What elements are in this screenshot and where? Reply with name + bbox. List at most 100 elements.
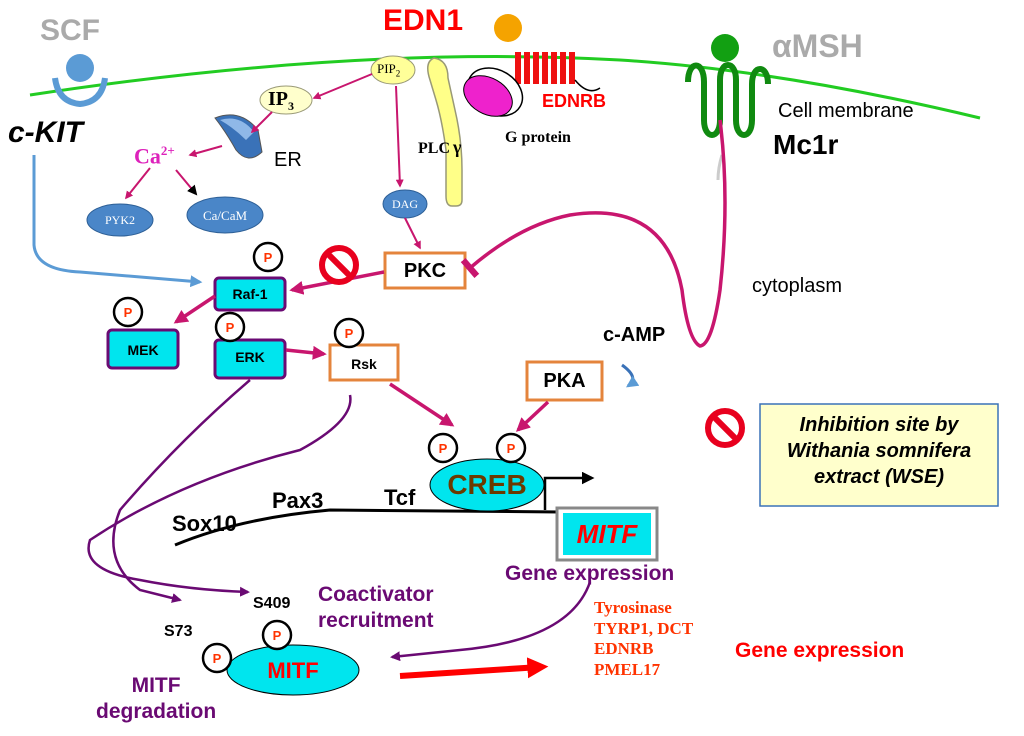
- transcription-start-arrow: [543, 471, 595, 510]
- amsh-ligand: [711, 34, 739, 62]
- rsk-box: [328, 343, 400, 382]
- ip3-base: IP: [268, 88, 288, 110]
- phospho-creb-1-label: P: [438, 440, 448, 456]
- phospho-mek-label: P: [123, 304, 133, 320]
- cytoplasm-label: cytoplasm: [752, 275, 843, 297]
- creb-node: [429, 458, 545, 512]
- pkc-box: [383, 251, 467, 290]
- arrow-rsk-s409: [87, 394, 352, 597]
- arrow-ca-cacam: [175, 169, 198, 196]
- pkc-label: PKC: [403, 259, 447, 282]
- arrow-mc1r-pkc: [460, 119, 727, 348]
- mc1r-receptor: [685, 62, 771, 138]
- raf1-label: Raf-1: [232, 286, 268, 302]
- mitf-gene-label: MITF: [576, 519, 638, 549]
- amsh-label: αMSH: [772, 28, 863, 64]
- camp-cycle-arrow: [621, 363, 640, 388]
- gene-expression-mitf-label: Gene expression: [505, 562, 675, 585]
- s73-label: S73: [164, 623, 193, 640]
- plc-label-text: PLC: [418, 140, 450, 157]
- ednrb-receptor: [515, 52, 601, 92]
- ip3-node: [259, 85, 313, 115]
- mek-box: [106, 328, 180, 370]
- ip3-label: IP3: [268, 89, 294, 112]
- pyk2-node: [86, 203, 154, 237]
- phospho-rsk-label: P: [344, 325, 354, 341]
- arrow-ip3-er: [250, 111, 273, 134]
- phospho-erk-label: P: [225, 319, 235, 335]
- camp-label: c-AMP: [603, 324, 666, 346]
- sox10-label: Sox10: [172, 511, 237, 536]
- cell-membrane-label: Cell membrane: [778, 100, 914, 122]
- inhibition-symbol-legend: [705, 408, 745, 448]
- ckit-label: c-KIT: [8, 116, 83, 149]
- target-gene-tyrosinase: Tyrosinase: [594, 598, 672, 617]
- mitf-protein: [226, 644, 360, 696]
- mek-label: MEK: [127, 342, 159, 358]
- creb-label: CREB: [447, 469, 527, 500]
- phospho-creb-2: [495, 432, 527, 464]
- calcium-label: Ca2+: [134, 144, 175, 167]
- legend-line1: Inhibition site by: [799, 414, 959, 436]
- arrow-rsk-creb: [389, 382, 455, 427]
- target-gene-tyrp1-dct: TYRP1, DCT: [594, 618, 694, 638]
- arrow-er-ca: [188, 145, 223, 158]
- target-genes-list: Tyrosinase TYRP1, DCT EDNRB PMEL17: [594, 598, 693, 681]
- ip3-sub: 3: [288, 99, 294, 113]
- phospho-mek: [112, 296, 144, 328]
- phospho-s409: [261, 619, 293, 651]
- target-gene-ednrb: EDNRB: [594, 639, 654, 659]
- phospho-creb-2-label: P: [506, 440, 516, 456]
- s409-label: S409: [253, 595, 291, 612]
- pka-box: [525, 360, 604, 402]
- arrow-ckit-raf1: [32, 155, 203, 288]
- rsk-label: Rsk: [351, 356, 377, 372]
- phospho-s73: [201, 642, 233, 674]
- coactivator-label: Coactivator recruitment: [318, 582, 434, 635]
- arrow-mitf-targets: [399, 657, 549, 679]
- inhibition-symbol-pkc: [319, 245, 359, 285]
- coactivator-line2: recruitment: [318, 609, 434, 633]
- phospho-raf1: [252, 241, 284, 273]
- arrow-pip2-dag: [395, 85, 404, 188]
- ckit-receptor: [52, 77, 108, 108]
- dna-line: [174, 508, 561, 547]
- gene-expression-targets-label: Gene expression: [735, 639, 905, 662]
- phospho-s409-label: P: [272, 627, 282, 643]
- phospho-creb-1: [427, 432, 459, 464]
- mitf-protein-label: MITF: [267, 658, 319, 683]
- er-organelle: [214, 114, 263, 159]
- target-gene-pmel17: PMEL17: [594, 660, 661, 680]
- edn1-ligand: [494, 14, 522, 42]
- mitf-degradation-line1: MITF: [131, 674, 181, 697]
- phospho-s73-label: P: [212, 650, 222, 666]
- mitf-degradation-label: MITF degradation: [96, 673, 216, 726]
- pip2-node: [370, 55, 416, 85]
- phospho-raf1-label: P: [263, 249, 273, 265]
- er-label: ER: [274, 149, 302, 171]
- tcf-label: Tcf: [384, 485, 416, 510]
- pka-label: PKA: [543, 370, 586, 392]
- arrow-erk-s73: [112, 379, 251, 603]
- raf1-box: [213, 276, 287, 312]
- legend-line2: Withania somnifera: [786, 440, 972, 462]
- arrow-raf1-mek: [173, 294, 216, 324]
- cacam-label: Ca/CaM: [202, 207, 248, 223]
- mitf-degradation-line2: degradation: [96, 700, 217, 724]
- dag-label: DAG: [392, 197, 418, 211]
- legend-line3: extract (WSE): [813, 466, 945, 488]
- cell-membrane-line: [29, 55, 981, 120]
- pax3-label: Pax3: [272, 488, 324, 513]
- ednrb-label: EDNRB: [542, 91, 607, 111]
- pip2-label: PIP2: [377, 62, 400, 79]
- erk-box: [213, 338, 287, 380]
- mc1r-label: Mc1r: [773, 129, 839, 160]
- arrow-pip2-ip3: [312, 73, 373, 100]
- coactivator-line1: Coactivator: [318, 583, 434, 606]
- erk-label: ERK: [235, 349, 265, 365]
- calcium-base: Ca: [134, 143, 161, 169]
- scf-ligand: [66, 54, 94, 82]
- calcium-sup: 2+: [160, 143, 175, 158]
